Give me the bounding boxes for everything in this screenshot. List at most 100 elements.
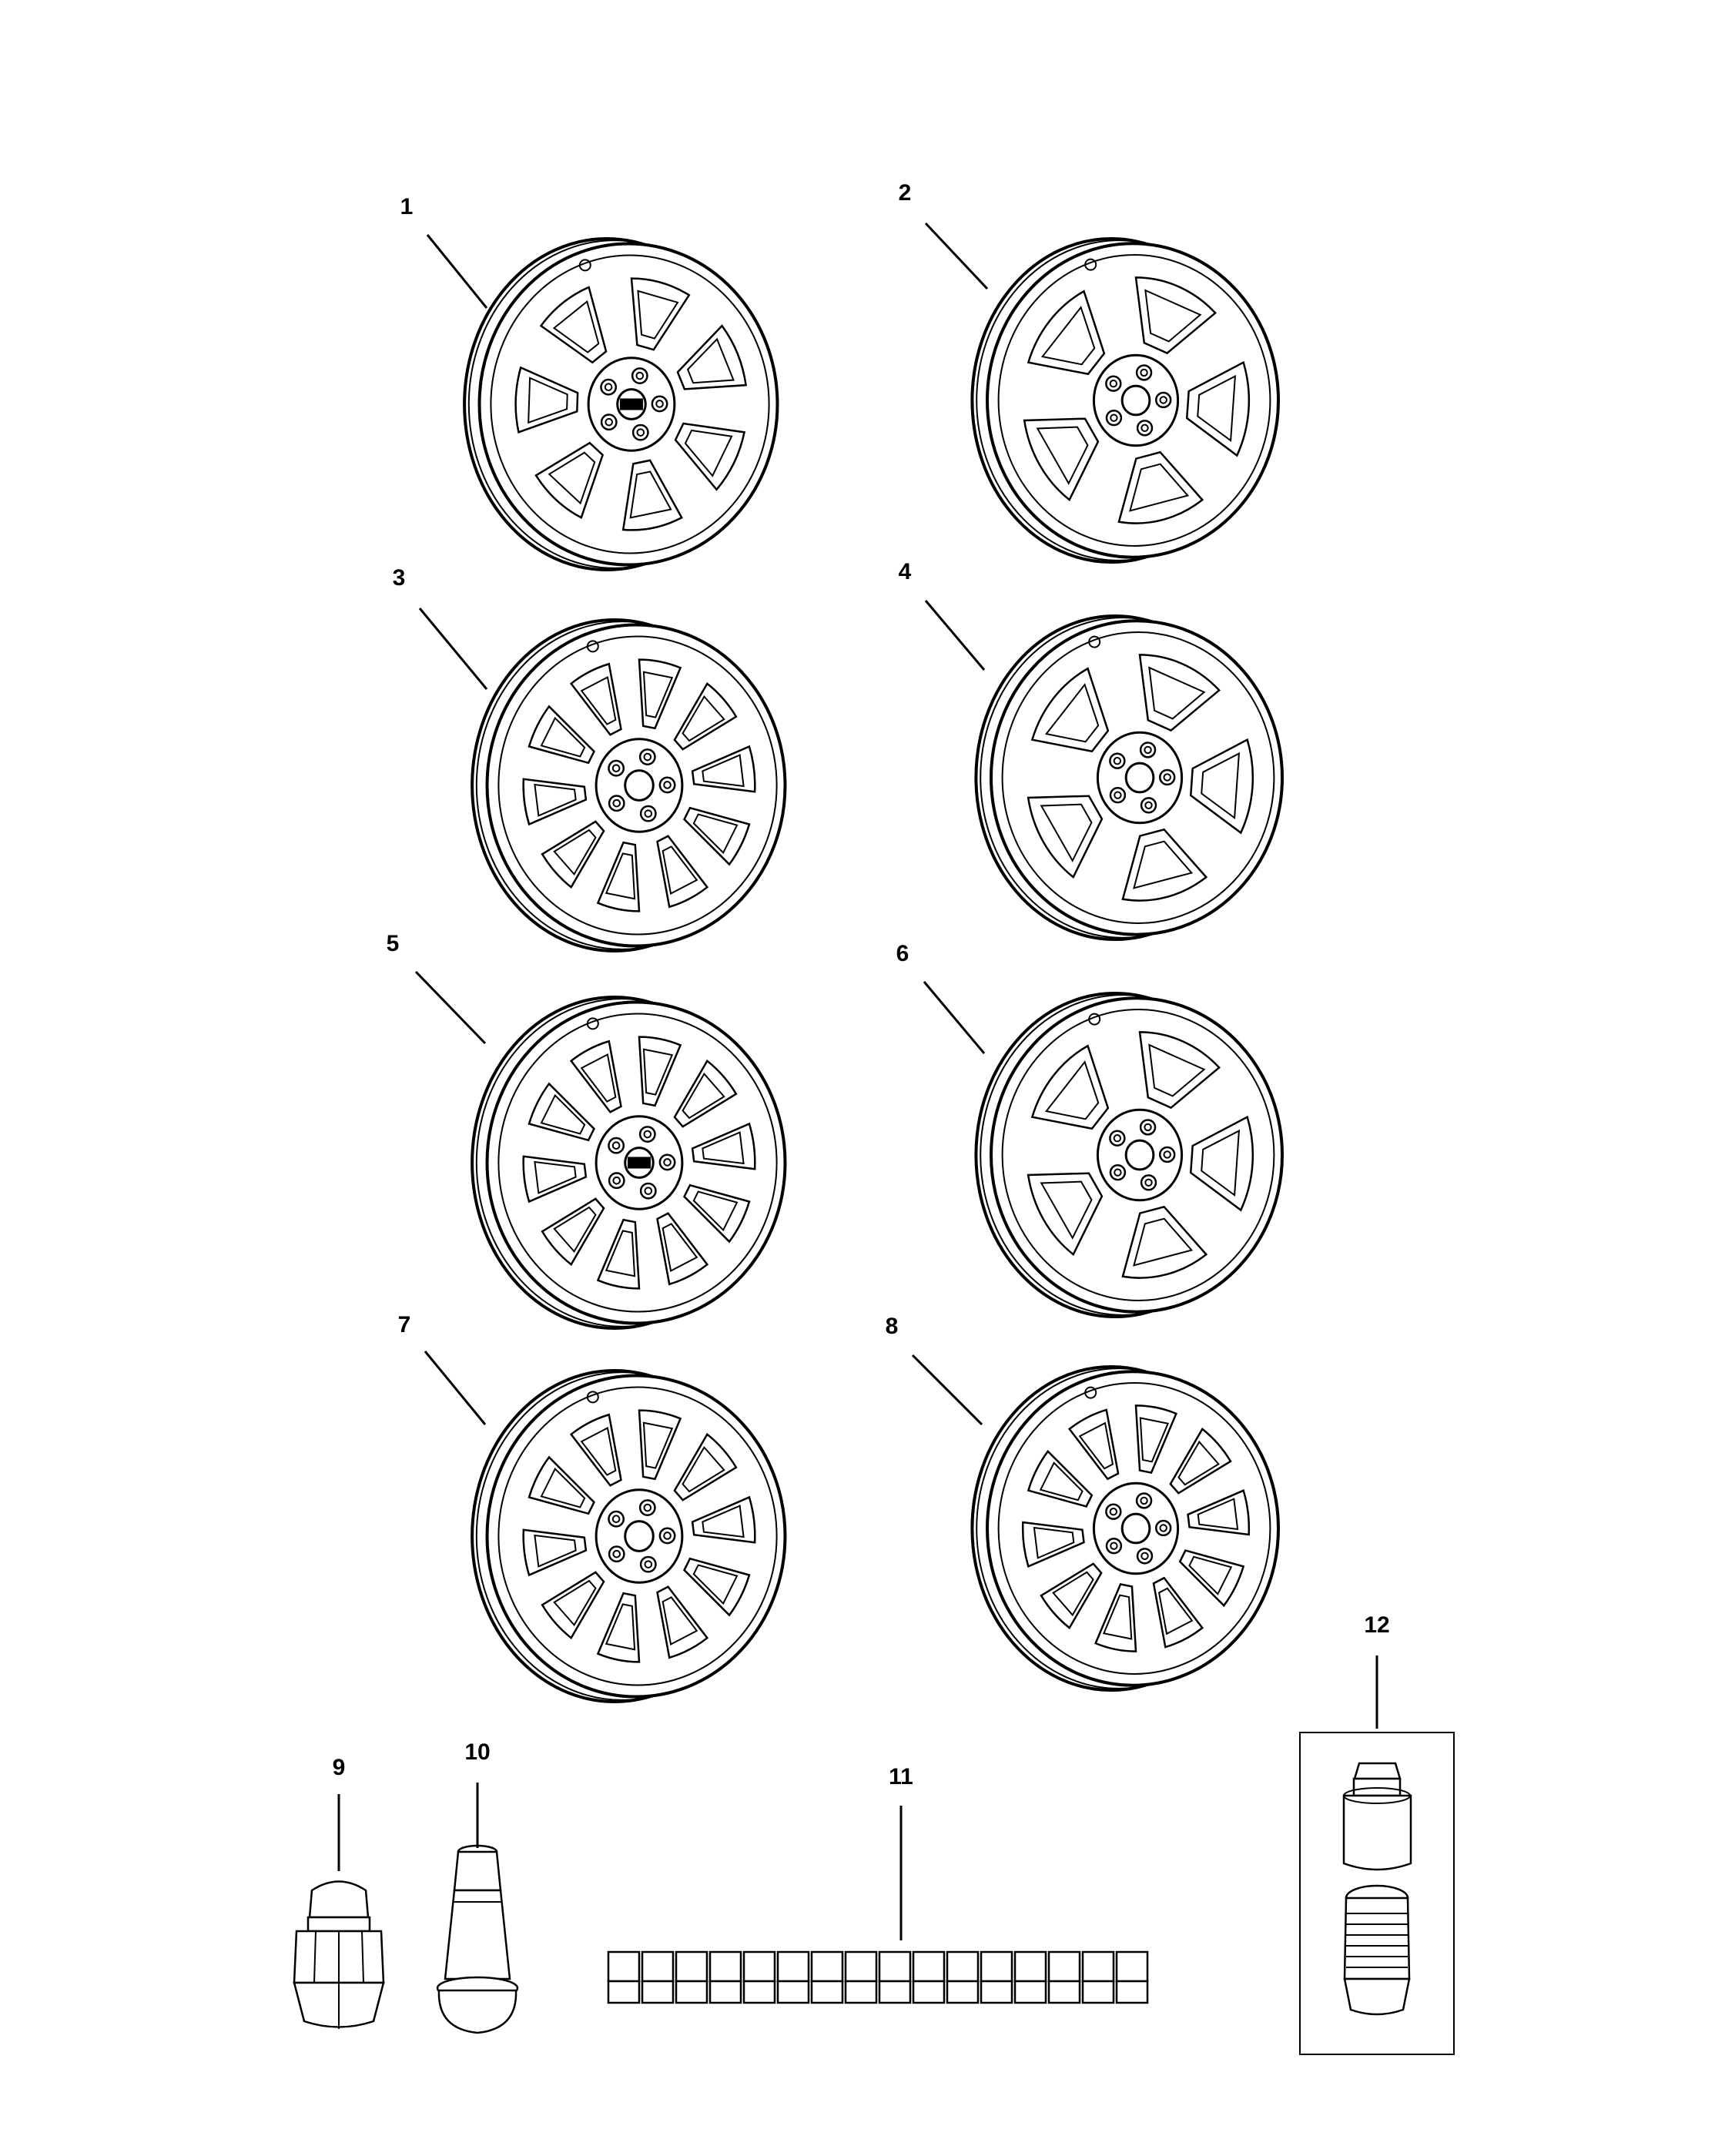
spoke-window <box>1189 1115 1254 1212</box>
spoke-window <box>541 1197 605 1267</box>
valve-hole <box>586 1391 599 1404</box>
spoke-window <box>691 745 756 793</box>
callout-label-7: 7 <box>398 1312 411 1337</box>
lug-nut-hole <box>1154 1519 1172 1537</box>
lug-nut-center <box>1140 1496 1148 1505</box>
spoke-window-relief <box>540 716 586 758</box>
spoke-window-relief <box>605 852 636 900</box>
lug-nut-hole <box>1109 752 1126 769</box>
spoke-window-relief <box>1129 463 1190 512</box>
lug-nut-center <box>605 417 614 427</box>
lug-nut-hole <box>1139 1119 1157 1136</box>
lug-nut-icon <box>293 1880 385 2029</box>
spoke-window <box>691 1495 756 1544</box>
rim-inner-edge <box>497 1013 778 1313</box>
weight-segment <box>844 1950 878 1983</box>
spoke-window <box>528 705 595 765</box>
lug-nut-center <box>663 1532 672 1540</box>
spoke-window-relief <box>534 1534 577 1568</box>
spoke-window <box>1030 667 1110 753</box>
valve-hole <box>586 640 599 653</box>
spoke-window-relief <box>1197 1498 1239 1531</box>
center-cap <box>1120 1512 1151 1545</box>
wheel-7-icon <box>471 1369 787 1703</box>
center-cap <box>624 769 655 802</box>
spoke-window <box>522 778 588 826</box>
spoke-window-relief <box>662 845 698 895</box>
lug-nut-hole <box>608 1137 625 1154</box>
rim-inner-edge <box>490 254 770 554</box>
leader-line-7 <box>424 1351 487 1425</box>
lug-nut-center <box>663 781 672 789</box>
spoke-window <box>528 1455 595 1515</box>
spoke-window <box>1094 1582 1137 1652</box>
lug-nut-center <box>643 1503 652 1512</box>
spoke-window <box>534 441 605 520</box>
spoke-window <box>683 1557 751 1617</box>
spoke-window <box>674 422 746 491</box>
wheel-1-icon <box>463 237 779 571</box>
lug-nut-center <box>643 752 652 762</box>
wheel-6-icon <box>974 992 1284 1318</box>
wheel-5-icon <box>471 996 787 1330</box>
spoke-window-relief <box>552 300 600 353</box>
spoke-window <box>673 681 738 751</box>
spoke-window <box>1117 450 1204 524</box>
callout-label-1: 1 <box>400 194 414 219</box>
lug-nut-center <box>1110 413 1118 422</box>
lug-nut-hole <box>1109 786 1127 804</box>
spoke-window <box>522 1528 588 1577</box>
lug-nut-hole <box>639 1182 657 1200</box>
weight-segment <box>980 1950 1013 1983</box>
spoke-window <box>1189 738 1254 835</box>
lug-nut-hole <box>1136 1548 1154 1565</box>
callout-label-3: 3 <box>393 565 406 591</box>
lug-nut-hole <box>639 1555 657 1573</box>
spoke-window-relief <box>534 783 577 817</box>
spoke-window-relief <box>534 1160 577 1194</box>
lug-nut-hole <box>1109 1163 1127 1181</box>
lug-nut-hole <box>600 378 618 396</box>
center-cap <box>624 1520 655 1552</box>
lug-nut-center <box>612 1176 621 1185</box>
weight-segment <box>1115 1950 1149 1983</box>
spoke-window-relief <box>553 829 597 876</box>
lug-nut-hole <box>1154 391 1172 409</box>
spoke-window-relief <box>684 429 733 477</box>
weight-segment <box>1081 1950 1115 1983</box>
spoke-window <box>541 1571 605 1640</box>
lug-nut-hole <box>608 759 625 777</box>
lug-nut-center <box>1159 396 1167 404</box>
lug-nut-center <box>1114 1168 1122 1177</box>
weight-segment <box>878 1950 912 1983</box>
lug-nut-center <box>1163 773 1171 782</box>
spoke-window-relief <box>1039 1461 1084 1502</box>
wheel-2-icon <box>970 237 1280 564</box>
spoke-window-relief <box>1040 803 1093 862</box>
center-cap <box>1124 1139 1155 1171</box>
lug-nut-center <box>655 400 664 408</box>
lug-nut-center <box>1140 368 1148 377</box>
lug-nut-hole <box>631 367 648 384</box>
lug-nut-center <box>1144 801 1153 809</box>
weight-segment <box>810 1950 844 1983</box>
spoke-window-relief <box>637 290 679 340</box>
spoke-window-relief <box>1033 1526 1075 1559</box>
lug-nut-center <box>663 1158 672 1167</box>
spoke-window-relief <box>1139 1417 1170 1463</box>
wheel-4-icon <box>974 614 1284 941</box>
spoke-window-relief <box>1040 1180 1093 1240</box>
weight-segment <box>912 1950 946 1983</box>
spoke-window <box>1134 1404 1177 1475</box>
lug-nut-hole <box>608 795 625 812</box>
lug-nut-hole <box>600 413 618 431</box>
spoke-window-relief <box>1044 1060 1100 1120</box>
valve-hole <box>1088 635 1101 648</box>
spoke-window-relief <box>580 1053 617 1103</box>
lug-nut-hole <box>658 1527 676 1545</box>
spoke-window <box>1121 828 1208 902</box>
spoke-window <box>1169 1428 1232 1495</box>
lug-nut-center <box>1113 1134 1122 1143</box>
spoke-window-relief <box>1177 1440 1220 1486</box>
lug-nut-hole <box>1139 742 1157 758</box>
